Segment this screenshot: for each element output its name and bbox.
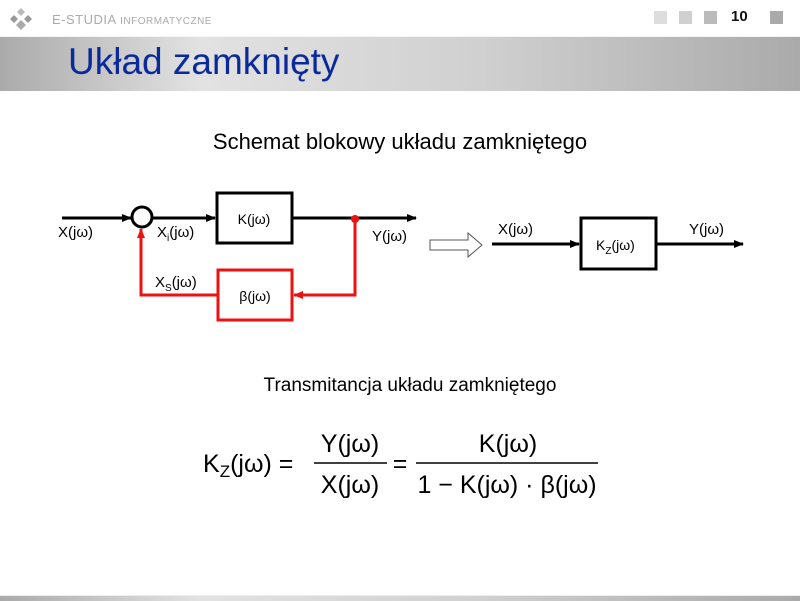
equiv-block-label: KZ(jω) [596,237,635,257]
equiv-input-label: X(jω) [498,221,533,238]
feedback-block [216,268,294,322]
feedback-path-return [293,219,357,299]
closed-loop-diagram: K(jω) β(jω) X(jω) Xi(jω) Y(jω) XS(jω) [58,191,417,322]
branch-point [351,215,359,223]
transfer-function-formula: KZ(jω) = Y(jω) X(jω) = K(jω) 1 − K(jω) ·… [203,430,598,499]
formula-caption: Transmitancja układu zamkniętego [264,375,557,396]
fraction1-denominator: X(jω) [321,471,379,499]
output-label: Y(jω) [372,228,407,245]
fraction2-denominator: 1 − K(jω) · β(jω) [417,471,596,499]
feedback-label: XS(jω) [155,274,197,294]
nav-last-button[interactable] [770,11,783,24]
input-label: X(jω) [58,224,93,241]
nav-first-button[interactable] [654,11,667,24]
brand-name: E-STUDIA INFORMATYCZNE [52,12,212,27]
footer-bar [0,595,800,601]
equivalent-diagram: KZ(jω) X(jω) Y(jω) [492,216,744,271]
forward-block [215,191,294,245]
formula-lhs: KZ(jω) = [203,450,293,481]
summing-junction [130,205,154,229]
logo-icon [10,8,32,30]
forward-block-label: K(jω) [238,211,271,227]
slide-header: E-STUDIA INFORMATYCZNE 10 [0,0,800,36]
equiv-output-label: Y(jω) [689,221,724,238]
diagram-heading: Schemat blokowy układu zamkniętego [213,129,587,154]
feedback-block-label: β(jω) [239,288,270,304]
page-number: 10 [731,8,748,25]
feedback-path-input [137,228,217,297]
brand-main: E-STUDIA [52,12,116,27]
fraction2-numerator: K(jω) [479,430,537,458]
brand-sub: INFORMATYCZNE [120,16,212,27]
title-bar: Układ zamknięty [0,36,800,91]
equivalence-arrow-icon [429,231,483,259]
error-label: Xi(jω) [157,224,194,244]
equiv-block [579,216,658,271]
nav-next-button[interactable] [704,11,717,24]
fraction1-numerator: Y(jω) [321,430,379,458]
nav-prev-button[interactable] [679,11,692,24]
slide-title: Układ zamknięty [68,41,340,82]
formula-equals: = [393,450,408,478]
